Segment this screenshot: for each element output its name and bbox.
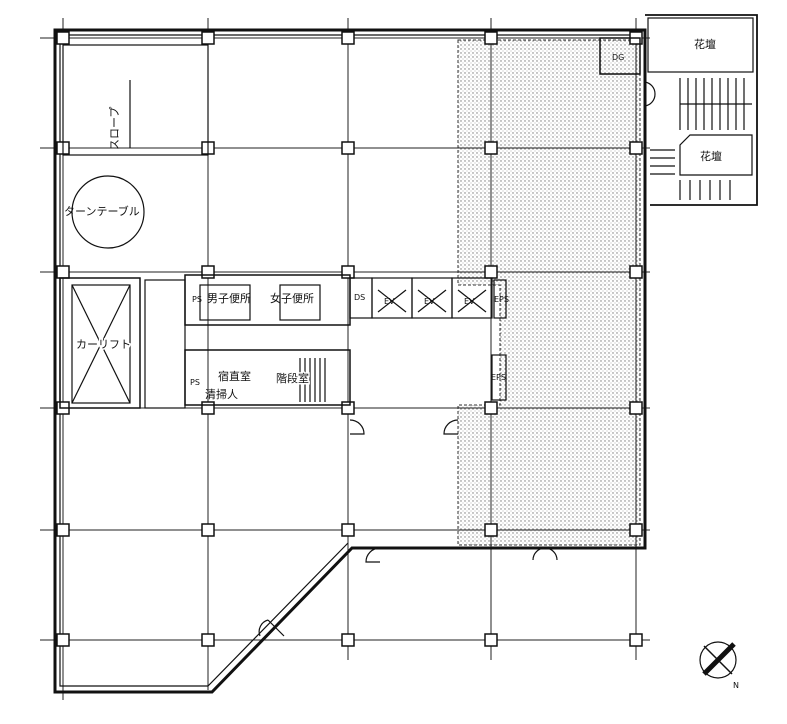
- north-arrow: N: [699, 641, 739, 690]
- leased-area: [457, 39, 641, 546]
- ps-mid-label: PS: [190, 378, 200, 387]
- dg-label: DG: [612, 53, 624, 62]
- stairs: [299, 358, 326, 402]
- flowerbed-top-label: 花壇: [694, 37, 716, 51]
- ps-left-label: PS: [192, 295, 202, 304]
- dg-room: DG: [599, 37, 641, 75]
- core: PS 男子便所 女子便所 DS EV EV EV EPS EPS PS 宿直室 …: [184, 274, 509, 406]
- cleaning-label: 清掃人: [205, 387, 238, 401]
- ev2-label: EV: [424, 297, 435, 306]
- columns: [56, 31, 643, 647]
- car-lift-label: カーリフト: [76, 338, 131, 351]
- ev3-label: EV: [464, 297, 475, 306]
- turntable: ターンテーブル: [64, 175, 145, 249]
- stair-annex: 花壇 花壇: [645, 14, 758, 206]
- mens-toilet-label: 男子便所: [207, 292, 251, 305]
- slope-label: スロープ: [108, 107, 121, 150]
- car-lift: カーリフト: [59, 277, 186, 409]
- flowerbed-mid-label: 花壇: [700, 149, 722, 163]
- eps-top-label: EPS: [494, 295, 509, 304]
- eps-mid-label: EPS: [491, 373, 506, 382]
- womens-toilet-label: 女子便所: [270, 291, 314, 305]
- slope-area: スロープ: [62, 44, 209, 156]
- doors: [258, 81, 656, 637]
- ds-label: DS: [354, 293, 365, 302]
- turntable-label: ターンテーブル: [64, 204, 140, 218]
- duty-room-label: 宿直室: [218, 369, 251, 383]
- stair-room-label: 階段室: [276, 371, 309, 385]
- ev1-label: EV: [384, 297, 395, 306]
- north-label: N: [733, 681, 739, 690]
